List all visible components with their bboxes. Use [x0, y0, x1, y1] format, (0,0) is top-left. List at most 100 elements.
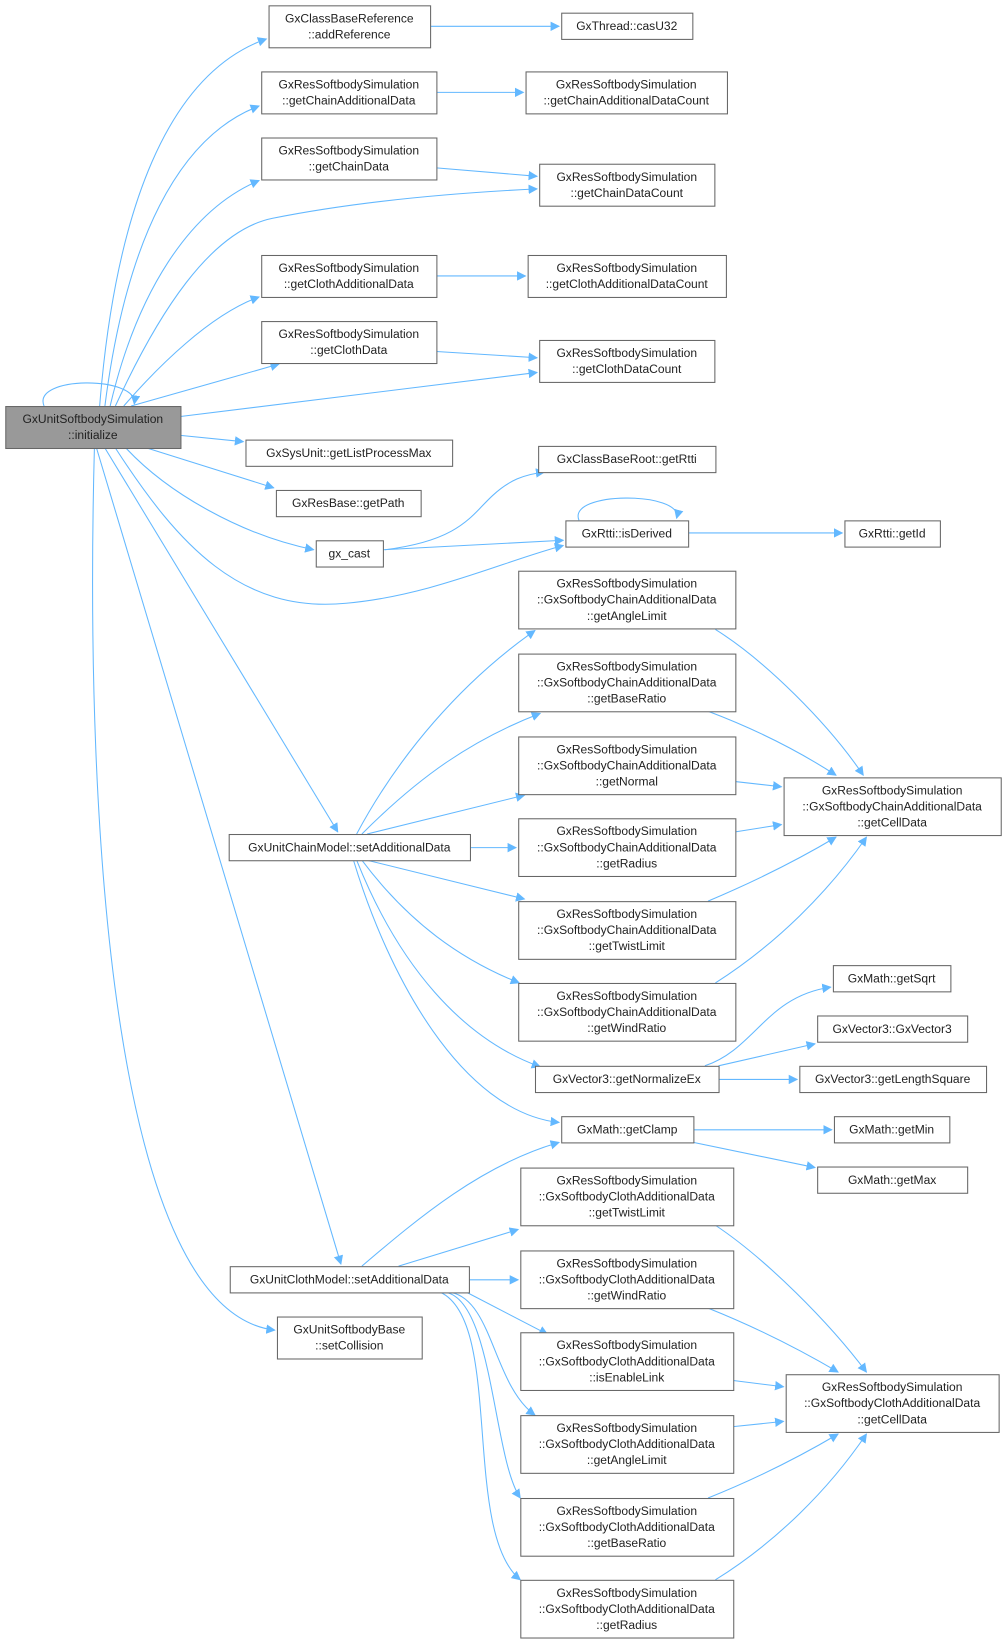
function-node-getChainDataCount[interactable]: GxResSoftbodySimulation::getChainDataCou…	[539, 163, 716, 207]
nodes: GxUnitSoftbodySimulation::initializeGxCl…	[5, 5, 1002, 1639]
node-label: ::getBaseRatio	[587, 1536, 666, 1550]
call-edge	[466, 1291, 549, 1335]
node-box	[565, 520, 690, 548]
function-node-getChainAddCount[interactable]: GxResSoftbodySimulation::getChainAdditio…	[525, 71, 728, 115]
call-edge	[96, 447, 343, 1265]
call-edge	[99, 37, 268, 407]
call-edge	[125, 447, 315, 553]
function-node-cTwist[interactable]: GxResSoftbodySimulation::GxSoftbodyChain…	[518, 901, 737, 960]
node-label: ::getNormal	[596, 775, 658, 789]
node-label: ::GxSoftbodyClothAdditionalData	[539, 1272, 715, 1286]
call-edge	[693, 1141, 816, 1171]
call-edge	[352, 860, 561, 1127]
node-box	[518, 982, 737, 1042]
function-node-setColl[interactable]: GxUnitSoftbodyBase::setCollision	[276, 1316, 423, 1360]
node-box	[539, 163, 716, 207]
node-label: ::GxSoftbodyClothAdditionalData	[539, 1520, 715, 1534]
function-node-cCell[interactable]: GxResSoftbodySimulation::GxSoftbodyChain…	[783, 777, 1002, 837]
function-node-listProc[interactable]: GxSysUnit::getListProcessMax	[245, 439, 454, 467]
function-node-chainSet[interactable]: GxUnitChainModel::setAdditionalData	[228, 833, 471, 862]
call-edge	[384, 468, 546, 551]
function-node-casU32[interactable]: GxThread::casU32	[561, 12, 694, 40]
function-node-sqrt[interactable]: GxMath::getSqrt	[832, 965, 952, 993]
node-box	[520, 1415, 735, 1474]
function-node-getClothAddCount[interactable]: GxResSoftbodySimulation::getClothAdditio…	[527, 254, 727, 298]
node-box	[817, 1015, 969, 1043]
function-node-getRtti[interactable]: GxClassBaseRoot::getRtti	[538, 445, 717, 474]
node-label: GxVector3::getLengthSquare	[815, 1072, 971, 1086]
function-node-getClothDataCount[interactable]: GxResSoftbodySimulation::getClothDataCou…	[539, 339, 716, 383]
node-box	[268, 5, 432, 49]
call-edge	[707, 1433, 839, 1499]
function-node-getClothAdd[interactable]: GxResSoftbodySimulation::getClothAdditio…	[261, 254, 438, 298]
function-node-min[interactable]: GxMath::getMin	[833, 1116, 951, 1144]
node-label: ::getClothAdditionalData	[284, 277, 414, 291]
function-node-vec3[interactable]: GxVector3::GxVector3	[817, 1015, 969, 1043]
function-node-cAngle[interactable]: GxResSoftbodySimulation::GxSoftbodyChain…	[518, 570, 737, 630]
function-node-kAngle[interactable]: GxResSoftbodySimulation::GxSoftbodyCloth…	[520, 1415, 735, 1474]
function-node-kRadius[interactable]: GxResSoftbodySimulation::GxSoftbodyCloth…	[520, 1579, 735, 1639]
call-edge	[361, 859, 521, 985]
function-node-cWind[interactable]: GxResSoftbodySimulation::GxSoftbodyChain…	[518, 982, 737, 1042]
call-edge	[718, 1041, 816, 1067]
node-box	[520, 1579, 735, 1639]
function-node-getId[interactable]: GxRtti::getId	[844, 520, 941, 548]
function-node-lenSq[interactable]: GxVector3::getLengthSquare	[799, 1065, 988, 1094]
function-node-cRadius[interactable]: GxResSoftbodySimulation::GxSoftbodyChain…	[518, 818, 737, 877]
function-node-kBase[interactable]: GxResSoftbodySimulation::GxSoftbodyCloth…	[520, 1497, 735, 1557]
node-label: ::GxSoftbodyChainAdditionalData	[537, 923, 717, 937]
function-node-normEx[interactable]: GxVector3::getNormalizeEx	[534, 1065, 720, 1094]
call-edge	[180, 434, 245, 446]
node-label: ::GxSoftbodyClothAdditionalData	[539, 1437, 715, 1451]
node-label: GxRtti::isDerived	[582, 527, 672, 541]
node-label: ::getCellData	[857, 815, 927, 829]
node-label: GxMath::getClamp	[577, 1122, 678, 1136]
call-edge	[356, 629, 536, 835]
call-edge	[450, 1291, 536, 1416]
node-label: GxResSoftbodySimulation	[556, 1586, 697, 1600]
node-label: GxResSoftbodySimulation	[556, 1174, 697, 1188]
function-node-getChainAdd[interactable]: GxResSoftbodySimulation::getChainAdditio…	[261, 71, 438, 115]
call-edge	[42, 382, 141, 407]
node-box	[525, 71, 728, 115]
function-node-getChainData[interactable]: GxResSoftbodySimulation::getChainData	[261, 137, 438, 181]
node-label: GxSysUnit::getListProcessMax	[266, 446, 431, 460]
function-node-max[interactable]: GxMath::getMax	[817, 1166, 969, 1194]
node-label: GxUnitSoftbodyBase	[293, 1323, 405, 1337]
function-node-kLink[interactable]: GxResSoftbodySimulation::GxSoftbodyCloth…	[520, 1332, 735, 1391]
node-box	[844, 520, 941, 548]
node-label: GxResSoftbodySimulation	[556, 577, 697, 591]
call-edge	[440, 1291, 522, 1581]
node-label: ::getRadius	[596, 856, 657, 870]
function-node-isDerived[interactable]: GxRtti::isDerived	[565, 520, 690, 548]
node-label: ::addReference	[308, 28, 391, 42]
function-node-kTwist[interactable]: GxResSoftbodySimulation::GxSoftbodyCloth…	[520, 1167, 735, 1227]
node-label: GxClassBaseRoot::getRtti	[557, 452, 697, 466]
call-edge	[735, 781, 783, 791]
function-node-root[interactable]: GxUnitSoftbodySimulation::initialize	[5, 406, 182, 450]
node-box	[785, 1374, 1000, 1433]
node-box	[520, 1167, 735, 1227]
node-box	[315, 540, 384, 568]
node-box	[527, 254, 727, 298]
function-node-kCell[interactable]: GxResSoftbodySimulation::GxSoftbodyCloth…	[785, 1374, 1000, 1433]
node-label: GxResSoftbodySimulation	[556, 170, 697, 184]
node-label: ::getChainAdditionalDataCount	[544, 94, 710, 108]
node-label: ::getWindRatio	[587, 1021, 666, 1035]
node-label: ::getCellData	[857, 1412, 927, 1426]
function-node-clothSet[interactable]: GxUnitClothModel::setAdditionalData	[229, 1266, 470, 1294]
function-node-cNormal[interactable]: GxResSoftbodySimulation::GxSoftbodyChain…	[518, 736, 737, 796]
function-node-clamp[interactable]: GxMath::getClamp	[561, 1116, 695, 1144]
function-node-addRef[interactable]: GxClassBaseReference::addReference	[268, 5, 432, 49]
node-box	[520, 1497, 735, 1557]
node-box	[518, 736, 737, 796]
function-node-kWind[interactable]: GxResSoftbodySimulation::GxSoftbodyCloth…	[520, 1250, 735, 1310]
node-label: ::initialize	[68, 428, 118, 442]
function-node-getClothData[interactable]: GxResSoftbodySimulation::getClothData	[261, 321, 438, 365]
node-box	[228, 833, 471, 862]
function-node-cBase[interactable]: GxResSoftbodySimulation::GxSoftbodyChain…	[518, 653, 737, 713]
function-node-gxcast[interactable]: gx_cast	[315, 540, 384, 568]
function-node-getPath[interactable]: GxResBase::getPath	[275, 489, 422, 518]
node-label: GxVector3::GxVector3	[833, 1022, 952, 1036]
node-box	[520, 1250, 735, 1310]
